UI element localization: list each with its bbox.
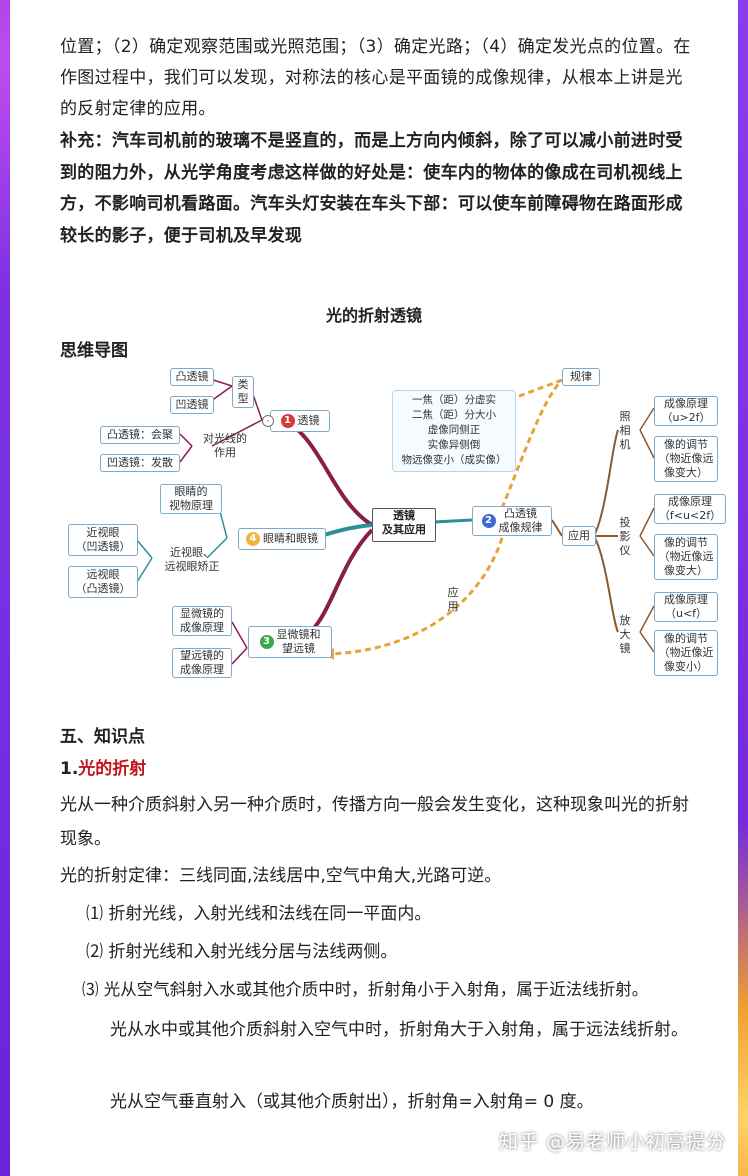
microscope-principle: 显微镜的 成像原理 [172, 606, 232, 636]
supplement-paragraph: 补充：汽车司机前的玻璃不是竖直的，而是上方向内倾斜，除了可以减小前进时受到的阻力… [60, 131, 683, 246]
refraction-definition: 光从一种介质斜射入另一种介质时，传播方向一般会发生变化，这种现象叫光的折射现象。 [60, 795, 689, 849]
lens-effect-diverge: 凹透镜：发散 [100, 454, 180, 472]
device-camera: 照 相 机 [619, 410, 631, 451]
branch-lens-node: 1 透镜 [270, 410, 330, 432]
branch-eyes-label: 眼睛和眼镜 [263, 532, 318, 545]
hyperopia-node: 远视眼 （凸透镜） [68, 566, 138, 598]
myopia-node: 近视眼 （凹透镜） [68, 524, 138, 556]
vision-correction-node: 近视眼、 远视眼矫正 [164, 546, 220, 573]
branch-lens-label: 透镜 [297, 414, 320, 427]
branch-number-badge: 4 [246, 532, 260, 546]
branch-imaging-node: 2 凸透镜 成像规律 [472, 506, 552, 536]
telescope-principle: 望远镜的 成像原理 [172, 648, 232, 678]
collapse-toggle-icon: - [262, 415, 274, 427]
lens-effect-converge: 凸透镜：会聚 [100, 426, 180, 444]
branch-microscope-label: 显微镜和 望远镜 [276, 628, 321, 655]
eye-vision-principle: 眼睛的 视物原理 [160, 484, 222, 514]
branch-number-badge: 2 [481, 514, 496, 528]
device-projector: 投 影 仪 [619, 516, 631, 557]
law-item-3-perpendicular: 光从空气垂直射入（或其他介质射出），折射角=入射角= 0 度。 [110, 1092, 594, 1112]
item-text: 折射光线，入射光线和法线在同一平面内。 [108, 904, 432, 924]
item-marker: ⑶ [82, 980, 99, 999]
mindmap-heading: 思维导图 [60, 341, 128, 361]
branch-imaging-label: 凸透镜 成像规律 [498, 507, 543, 534]
item-marker: ⑴ [86, 904, 103, 924]
lens-type-convex: 凸透镜 [170, 368, 214, 386]
subsection-title: 1.光的折射 [60, 754, 146, 779]
watermark: 知乎 @易老师小初高提分 [498, 1131, 726, 1153]
mind-map: 透镜 及其应用 1 透镜 - 类 型 凸透镜 凹透镜 对光线的 作用 凸透镜：会… [62, 360, 730, 680]
law-item-3-continued: 光从水中或其他介质斜射入空气中时，折射角大于入射角，属于远法线折射。 [110, 1014, 700, 1046]
lens-type-concave: 凹透镜 [170, 396, 214, 414]
refraction-law: 光的折射定律：三线同面,法线居中,空气中角大,光路可逆。 [60, 866, 502, 886]
magnifier-principle: 成像原理 （u<f） [654, 592, 718, 622]
chapter-title: 光的折射透镜 [325, 306, 422, 325]
projector-principle: 成像原理 （f<u<2f） [654, 494, 726, 524]
magnifier-adjust: 像的调节 （物近像近 像变小） [654, 630, 718, 676]
camera-adjust: 像的调节 （物近像远 像变大） [654, 436, 718, 482]
law-item-3: ⑶ 光从空气斜射入水或其他介质中时，折射角小于入射角，属于近法线折射。 [82, 976, 702, 1004]
branch-number-badge: 3 [259, 635, 274, 649]
section-heading: 五、知识点 [60, 727, 145, 747]
item-3-continued-text: 光从水中或其他介质斜射入空气中时，折射角大于入射角，属于远法线折射。 [110, 1020, 688, 1040]
subsection-title-text: 光的折射 [78, 759, 147, 779]
item-marker: ⑵ [86, 942, 103, 962]
law-item-1: ⑴ 折射光线，入射光线和法线在同一平面内。 [86, 900, 431, 928]
application-node: 应用 [562, 526, 596, 546]
lens-type-node: 类 型 [232, 376, 254, 408]
mindmap-center-node: 透镜 及其应用 [372, 508, 436, 542]
law-item-2: ⑵ 折射光线和入射光线分居与法线两侧。 [86, 938, 397, 966]
item-text: 光从空气斜射入水或其他介质中时，折射角小于入射角，属于近法线折射。 [103, 980, 649, 999]
camera-principle: 成像原理 （u>2f） [654, 396, 718, 426]
branch-microscope-node: 3 显微镜和 望远镜 [248, 626, 332, 658]
subsection-number: 1. [60, 759, 79, 779]
imaging-rules-box: 一焦（距）分虚实 二焦（距）分大小 虚像同侧正 实像异侧倒 物远像变小（成实像） [392, 390, 516, 472]
rules-node: 规律 [562, 368, 600, 386]
intro-paragraph: 位置；（2）确定观察范围或光照范围；（3）确定光路；（4）确定发光点的位置。在作… [60, 37, 691, 119]
item-text: 折射光线和入射光线分居与法线两侧。 [108, 942, 398, 962]
lens-effect-node: 对光线的 作用 [203, 432, 247, 459]
apply-arrow-label: 应 用 [447, 586, 459, 613]
projector-adjust: 像的调节 （物近像远 像变大） [654, 534, 718, 580]
branch-eyes-node: 4 眼睛和眼镜 [238, 528, 326, 550]
branch-number-badge: 1 [280, 414, 295, 428]
device-magnifier: 放 大 镜 [619, 614, 631, 655]
